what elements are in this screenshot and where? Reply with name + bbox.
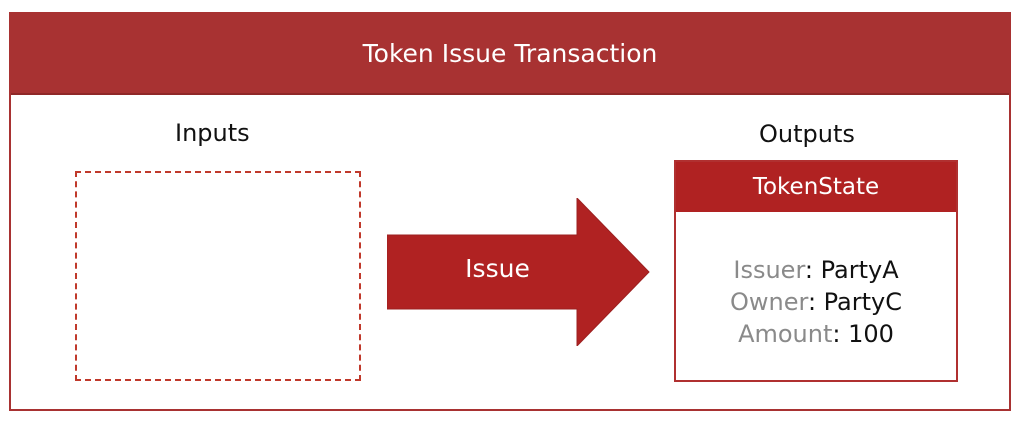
token-state-card: TokenState Issuer: PartyA Owner: PartyC … — [674, 160, 958, 382]
transaction-title: Token Issue Transaction — [362, 39, 658, 68]
field-owner-key: Owner — [729, 288, 808, 316]
field-issuer-key: Issuer — [733, 256, 805, 284]
token-state-name: TokenState — [752, 174, 880, 200]
outputs-heading: Outputs — [759, 120, 855, 148]
issue-arrow: Issue — [387, 198, 650, 346]
field-issuer: Issuer: PartyA — [733, 256, 899, 284]
field-owner-value: PartyC — [823, 288, 902, 316]
field-amount-key: Amount — [738, 320, 833, 348]
field-amount: Amount: 100 — [738, 320, 894, 348]
inputs-heading: Inputs — [175, 119, 250, 147]
token-state-header: TokenState — [676, 162, 956, 212]
field-amount-value: 100 — [848, 320, 894, 348]
field-owner: Owner: PartyC — [729, 288, 902, 316]
arrow-right-icon — [387, 198, 650, 346]
issue-arrow-label: Issue — [465, 254, 530, 283]
token-state-fields: Issuer: PartyA Owner: PartyC Amount: 100 — [676, 254, 956, 350]
inputs-empty-placeholder — [75, 171, 361, 381]
transaction-title-bar: Token Issue Transaction — [11, 14, 1009, 95]
field-issuer-value: PartyA — [820, 256, 899, 284]
transaction-frame: Token Issue Transaction Inputs Outputs I… — [9, 12, 1011, 411]
